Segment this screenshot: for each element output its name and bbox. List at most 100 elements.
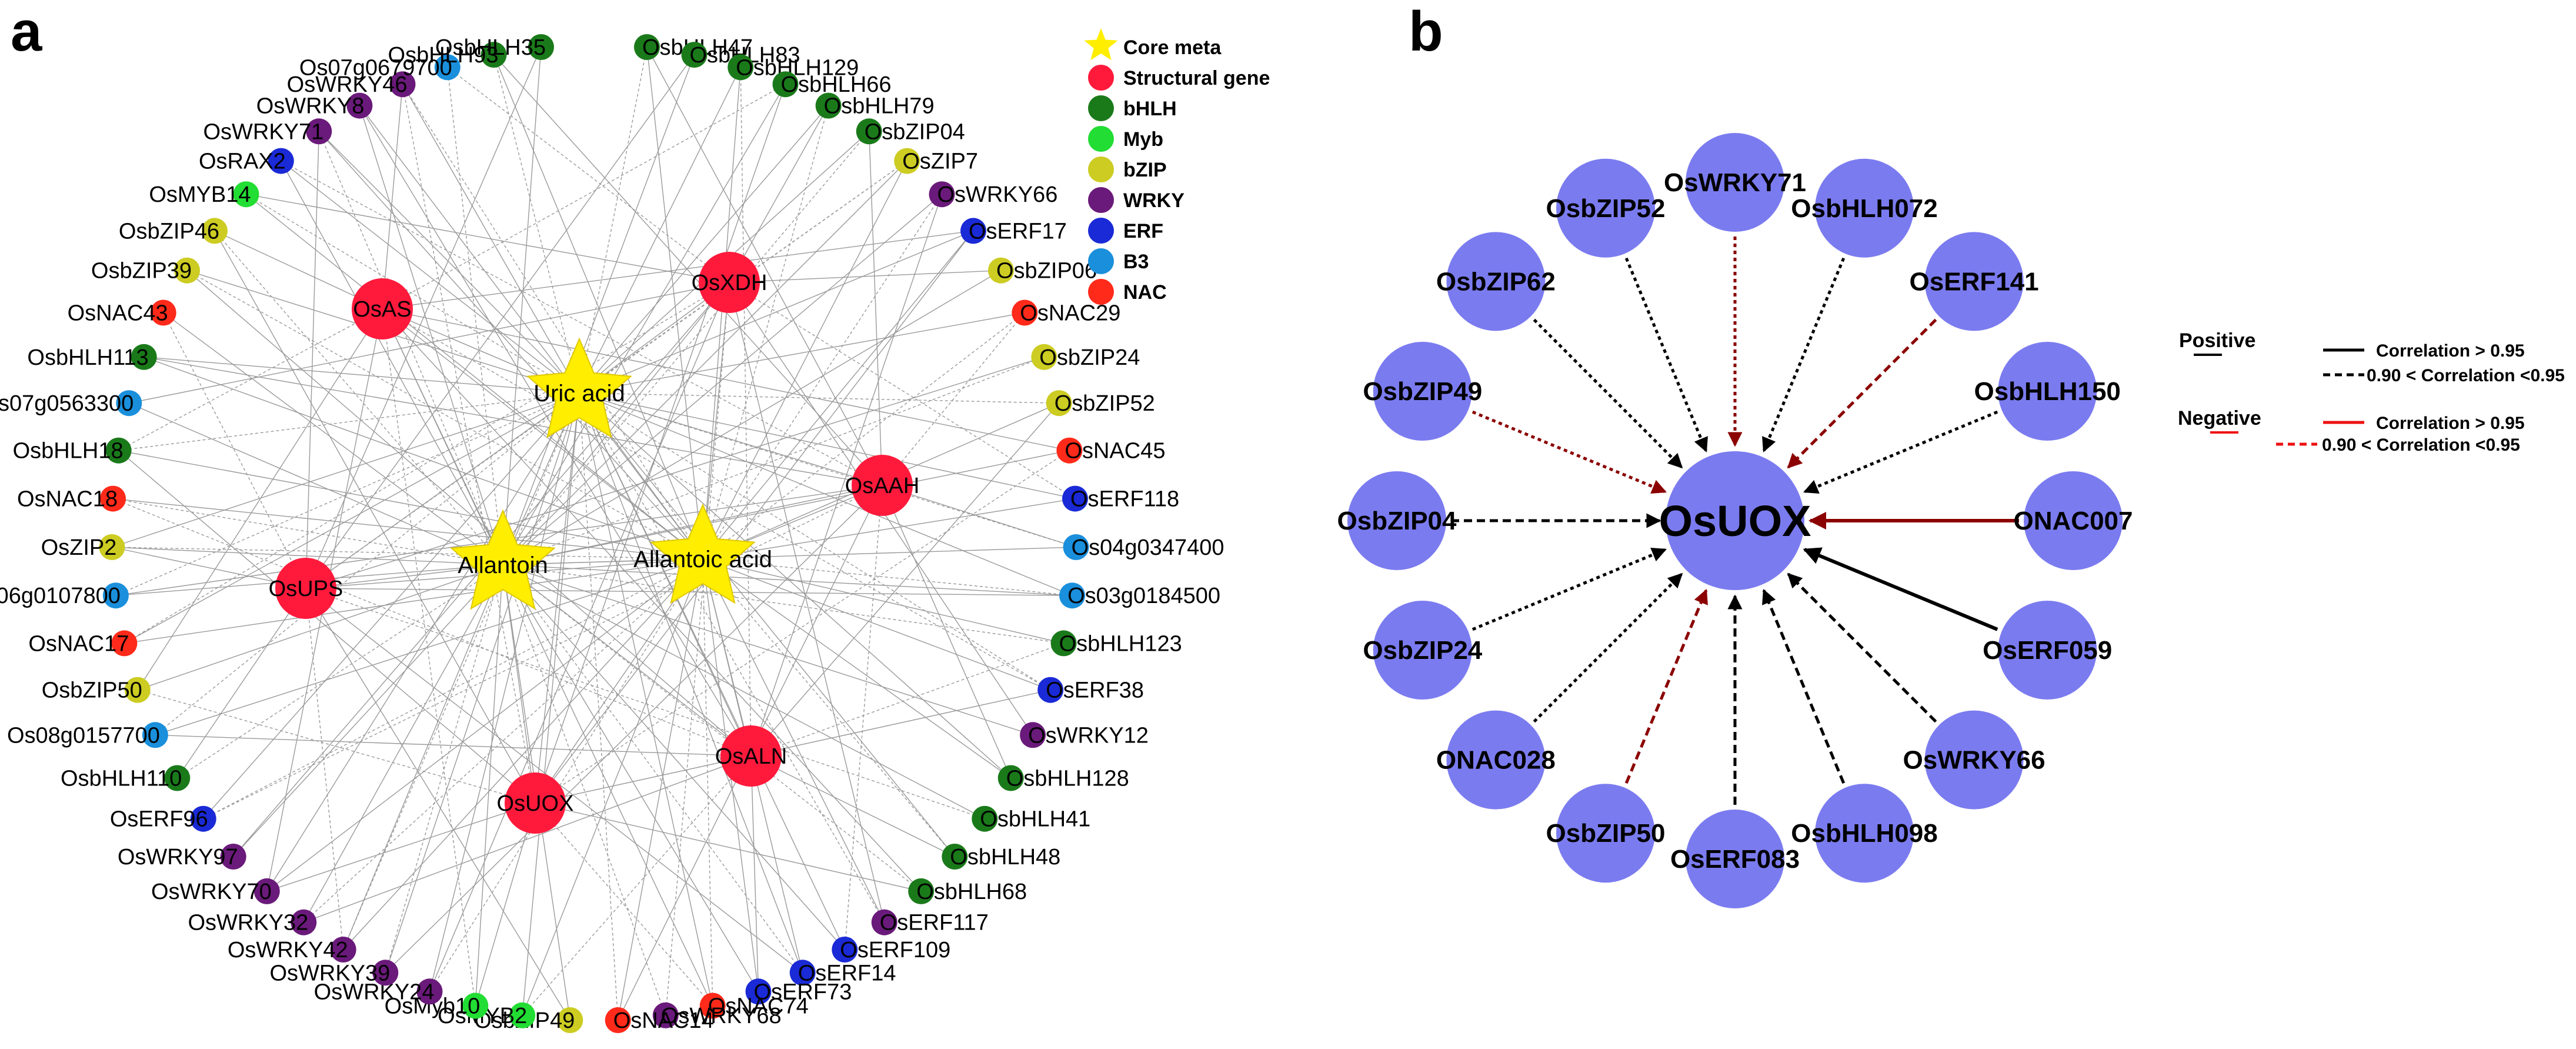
- ring-node-circle: [389, 71, 416, 98]
- edge-a: [118, 450, 536, 804]
- ring-node-circle: [253, 878, 280, 904]
- node-circle: [1924, 710, 2024, 810]
- ring-node-circle: [1059, 582, 1086, 609]
- edge-a: [579, 105, 829, 394]
- legend-item-wrky: WRKY: [1088, 187, 1184, 213]
- edge-osbzip50: [1624, 588, 1708, 784]
- edge-a-hub: [535, 392, 580, 804]
- ring-node-label: OsbZIP06: [996, 259, 1097, 284]
- edge-a: [281, 160, 883, 486]
- ring-node-label: OsERF14: [798, 961, 896, 985]
- edge-a: [305, 46, 542, 589]
- legend-positive-dashed-text: 0.90 < Correlation <0.95: [2367, 366, 2565, 385]
- node-label: OsbHLH072: [1791, 194, 1937, 223]
- edge-a: [579, 392, 1076, 499]
- edge-a: [646, 46, 703, 560]
- legend-text: NAC: [1123, 281, 1167, 304]
- ring-node-oswrky71: OsWRKY71: [203, 118, 332, 145]
- ring-node-osrax2: OsRAX2: [199, 148, 294, 174]
- ring-node-circle: [652, 1002, 679, 1028]
- edge-a: [579, 392, 955, 857]
- edge-a: [318, 131, 503, 565]
- node-onac007: ONAC007: [2014, 471, 2133, 570]
- node-label: OsbZIP24: [1363, 636, 1482, 665]
- edge-a: [266, 558, 703, 892]
- edge-onac028: [1533, 572, 1683, 723]
- center-node-label: OsUOX: [1659, 497, 1811, 545]
- edge-osbzip24: [1471, 548, 1667, 631]
- ring-node-circle: [481, 42, 507, 68]
- center-node-circle: [1666, 451, 1804, 590]
- ring-node-os08g0157700: Os08g0157700: [7, 722, 168, 748]
- edge-a: [502, 564, 1033, 735]
- node-oserf059: OsERF059: [1983, 601, 2112, 700]
- panel-b-nodes: OsWRKY71OsbHLH072OsERF141OsbHLH150ONAC00…: [1337, 133, 2133, 908]
- edge-a: [382, 230, 974, 309]
- ring-node-osnac14: OsNAC14: [605, 1007, 714, 1033]
- ring-node-label: Os07g0563300: [0, 391, 134, 416]
- edge-a: [522, 558, 703, 1016]
- edge-a: [475, 802, 536, 1006]
- edge-a: [233, 564, 503, 857]
- edge-a: [579, 392, 1051, 691]
- ring-node-circle: [268, 148, 294, 174]
- edge-a: [382, 84, 403, 309]
- ring-node-label: OsWRKY42: [228, 938, 348, 963]
- structural-osas: OsAS: [352, 278, 413, 339]
- ring-node-osbhlh41: OsbHLH41: [972, 805, 1090, 832]
- edge-a: [579, 392, 1059, 404]
- edge-a: [429, 282, 730, 992]
- ring-node-circle: [142, 722, 168, 748]
- legend-swatch: [1088, 65, 1114, 91]
- edge-a: [702, 558, 1012, 779]
- ring-node-label: OsWRKY12: [1028, 723, 1149, 748]
- ring-node-circle: [111, 630, 138, 657]
- ring-node-circle: [929, 181, 955, 208]
- node-label: OsWRKY66: [1903, 746, 2046, 775]
- edge-a-hub: [305, 392, 580, 589]
- ring-node-oserf14: OsERF14: [789, 960, 896, 986]
- edge-a: [579, 392, 803, 973]
- ring-node-circle: [1020, 722, 1046, 748]
- core-allantoin: Allantoin: [450, 509, 556, 610]
- core-star: [650, 503, 756, 604]
- ring-node-circle: [634, 34, 660, 60]
- edge-a: [112, 392, 580, 548]
- ring-node-label: OsbHLH110: [61, 767, 182, 791]
- edge-a: [137, 564, 503, 691]
- node-circle: [1815, 784, 1914, 883]
- edge-a: [382, 308, 1051, 691]
- node-oswrky66: OsWRKY66: [1903, 710, 2046, 810]
- node-onac028: ONAC028: [1436, 710, 1556, 810]
- edge-a: [729, 105, 829, 283]
- ring-node-circle: [960, 218, 986, 244]
- ring-node-circle: [972, 805, 998, 832]
- edge-a: [869, 131, 883, 486]
- edge-a: [155, 558, 703, 735]
- ring-node-label: OsERF109: [840, 938, 950, 963]
- edge-a: [502, 46, 542, 565]
- edge-a: [535, 450, 1070, 804]
- edge-a: [535, 690, 1051, 804]
- edge-a: [702, 558, 885, 923]
- structural-circle: [699, 252, 760, 313]
- edge-osbzip62: [1533, 318, 1683, 469]
- legend-swatch: [1088, 279, 1114, 305]
- ring-node-osnac18: OsNAC18: [17, 485, 126, 512]
- structural-osups: OsUPS: [269, 558, 343, 619]
- edge-a: [475, 564, 503, 1006]
- node-osbzip04: OsbZIP04: [1337, 471, 1457, 570]
- ring-node-label: OsbHLH123: [1059, 631, 1182, 656]
- ring-node-label: OsERF96: [110, 807, 208, 832]
- ring-node-label: OsbZIP24: [1039, 345, 1140, 370]
- edge-a: [385, 392, 580, 973]
- ring-node-osbzip46: OsbZIP46: [119, 218, 228, 244]
- node-label: OsERF083: [1670, 845, 1800, 874]
- ring-node-label: OsWRKY71: [203, 119, 323, 144]
- ring-node-oswrky32: OsWRKY32: [188, 909, 317, 935]
- node-label: OsERF141: [1910, 267, 2039, 296]
- node-label: ONAC028: [1436, 746, 1556, 775]
- edge-a: [535, 230, 974, 804]
- ring-node-osbzip39: OsbZIP39: [91, 257, 200, 284]
- edge-a: [112, 547, 503, 565]
